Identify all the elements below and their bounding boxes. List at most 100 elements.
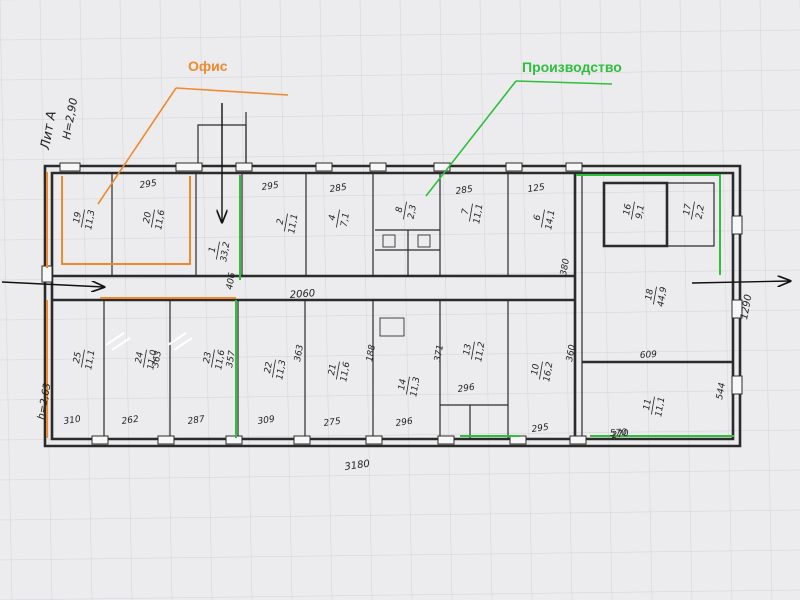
- room-number: 6: [533, 214, 544, 222]
- fraction-line: [652, 286, 657, 305]
- room-number: 18: [644, 288, 656, 301]
- room-number: 20: [142, 211, 154, 224]
- window-16: [731, 215, 743, 235]
- window-0: [59, 162, 81, 172]
- room-area: 16,2: [542, 361, 555, 383]
- window-6: [505, 162, 523, 172]
- room-18-width-dim: 609: [640, 350, 658, 361]
- top-dim-4: 125: [527, 183, 546, 195]
- fraction-line: [540, 209, 545, 228]
- room-area: 9,1: [635, 204, 647, 220]
- room-number: 21: [327, 363, 339, 376]
- production-leader-line: [515, 80, 613, 85]
- side-dim-3: 188: [365, 344, 378, 363]
- right-height-dim: 1290: [739, 294, 754, 321]
- bottom-dim-5: 296: [395, 417, 414, 429]
- bottom-dim-2: 287: [187, 415, 206, 427]
- side-dim-4: 363: [293, 344, 306, 363]
- window-5: [433, 162, 451, 172]
- bottom-dim-0: 310: [63, 415, 82, 427]
- production-pointer-line: [425, 80, 517, 197]
- hatch-marks: [105, 332, 193, 351]
- fraction-line: [335, 361, 340, 380]
- room-number: 11: [642, 398, 654, 411]
- fraction-line: [538, 361, 543, 380]
- bottom-dim-1: 262: [121, 415, 140, 427]
- fraction-line: [215, 241, 220, 260]
- office-leader-line: [175, 87, 289, 96]
- overall-length-dim: 3180: [344, 459, 371, 473]
- bottom-dim-6: 296: [457, 383, 476, 395]
- production-highlight: [235, 174, 734, 438]
- room-area: 11,1: [654, 396, 667, 417]
- fraction-line: [650, 396, 655, 415]
- left-entry-arrow: [1, 282, 104, 287]
- room-area: 11,1: [84, 349, 97, 370]
- office-pointer-line: [97, 87, 177, 205]
- side-dim-8: 380: [559, 258, 572, 277]
- window-12: [365, 435, 383, 445]
- fraction-line: [80, 349, 85, 368]
- window-2: [235, 162, 253, 172]
- room-area: 11,2: [474, 341, 487, 363]
- room-number: 14: [397, 378, 409, 391]
- top-row-partitions: [111, 173, 509, 276]
- room-11-width-dim: 570: [610, 428, 628, 439]
- top-dim-1: 295: [261, 181, 280, 193]
- room-area: 11,3: [275, 359, 288, 381]
- room-number: 8: [395, 206, 406, 214]
- room-area: 33,2: [219, 241, 232, 263]
- room-number: 2: [276, 218, 287, 226]
- room-area: 11,6: [154, 209, 167, 231]
- room-area: 11,1: [472, 203, 485, 224]
- window-8: [91, 435, 109, 445]
- window-10: [225, 435, 243, 445]
- window-9: [157, 435, 175, 445]
- fraction-line: [630, 201, 635, 220]
- room-number: 4: [328, 214, 339, 222]
- room-number: 22: [263, 361, 275, 374]
- top-dim-0: 295: [139, 179, 158, 191]
- room-area: 2,2: [695, 204, 707, 220]
- room-area: 11,1: [287, 213, 300, 234]
- fraction-line: [283, 213, 288, 232]
- fraction-line: [405, 376, 410, 395]
- side-dim-7: 544: [715, 382, 728, 401]
- office-legend-label: Офис: [188, 58, 228, 74]
- room-area: 44,9: [656, 286, 669, 308]
- side-dim-0: 406: [225, 272, 238, 291]
- window-15: [569, 435, 587, 445]
- room-area: 11,0: [146, 349, 159, 371]
- window-1: [175, 162, 203, 172]
- fraction-line: [470, 341, 475, 360]
- side-dim-2: 363: [151, 350, 164, 369]
- bottom-dim-7: 295: [531, 423, 550, 435]
- bottom-dim-3: 309: [257, 415, 276, 427]
- room-area: 11,6: [214, 349, 227, 371]
- room-number: 10: [530, 363, 542, 376]
- lit-label: Лит А: [38, 110, 60, 152]
- room-number: 7: [461, 208, 472, 216]
- office-highlight: [46, 172, 236, 438]
- fraction-line: [335, 209, 340, 228]
- room-area: 11,3: [84, 209, 97, 231]
- room-area: 2,3: [407, 204, 419, 220]
